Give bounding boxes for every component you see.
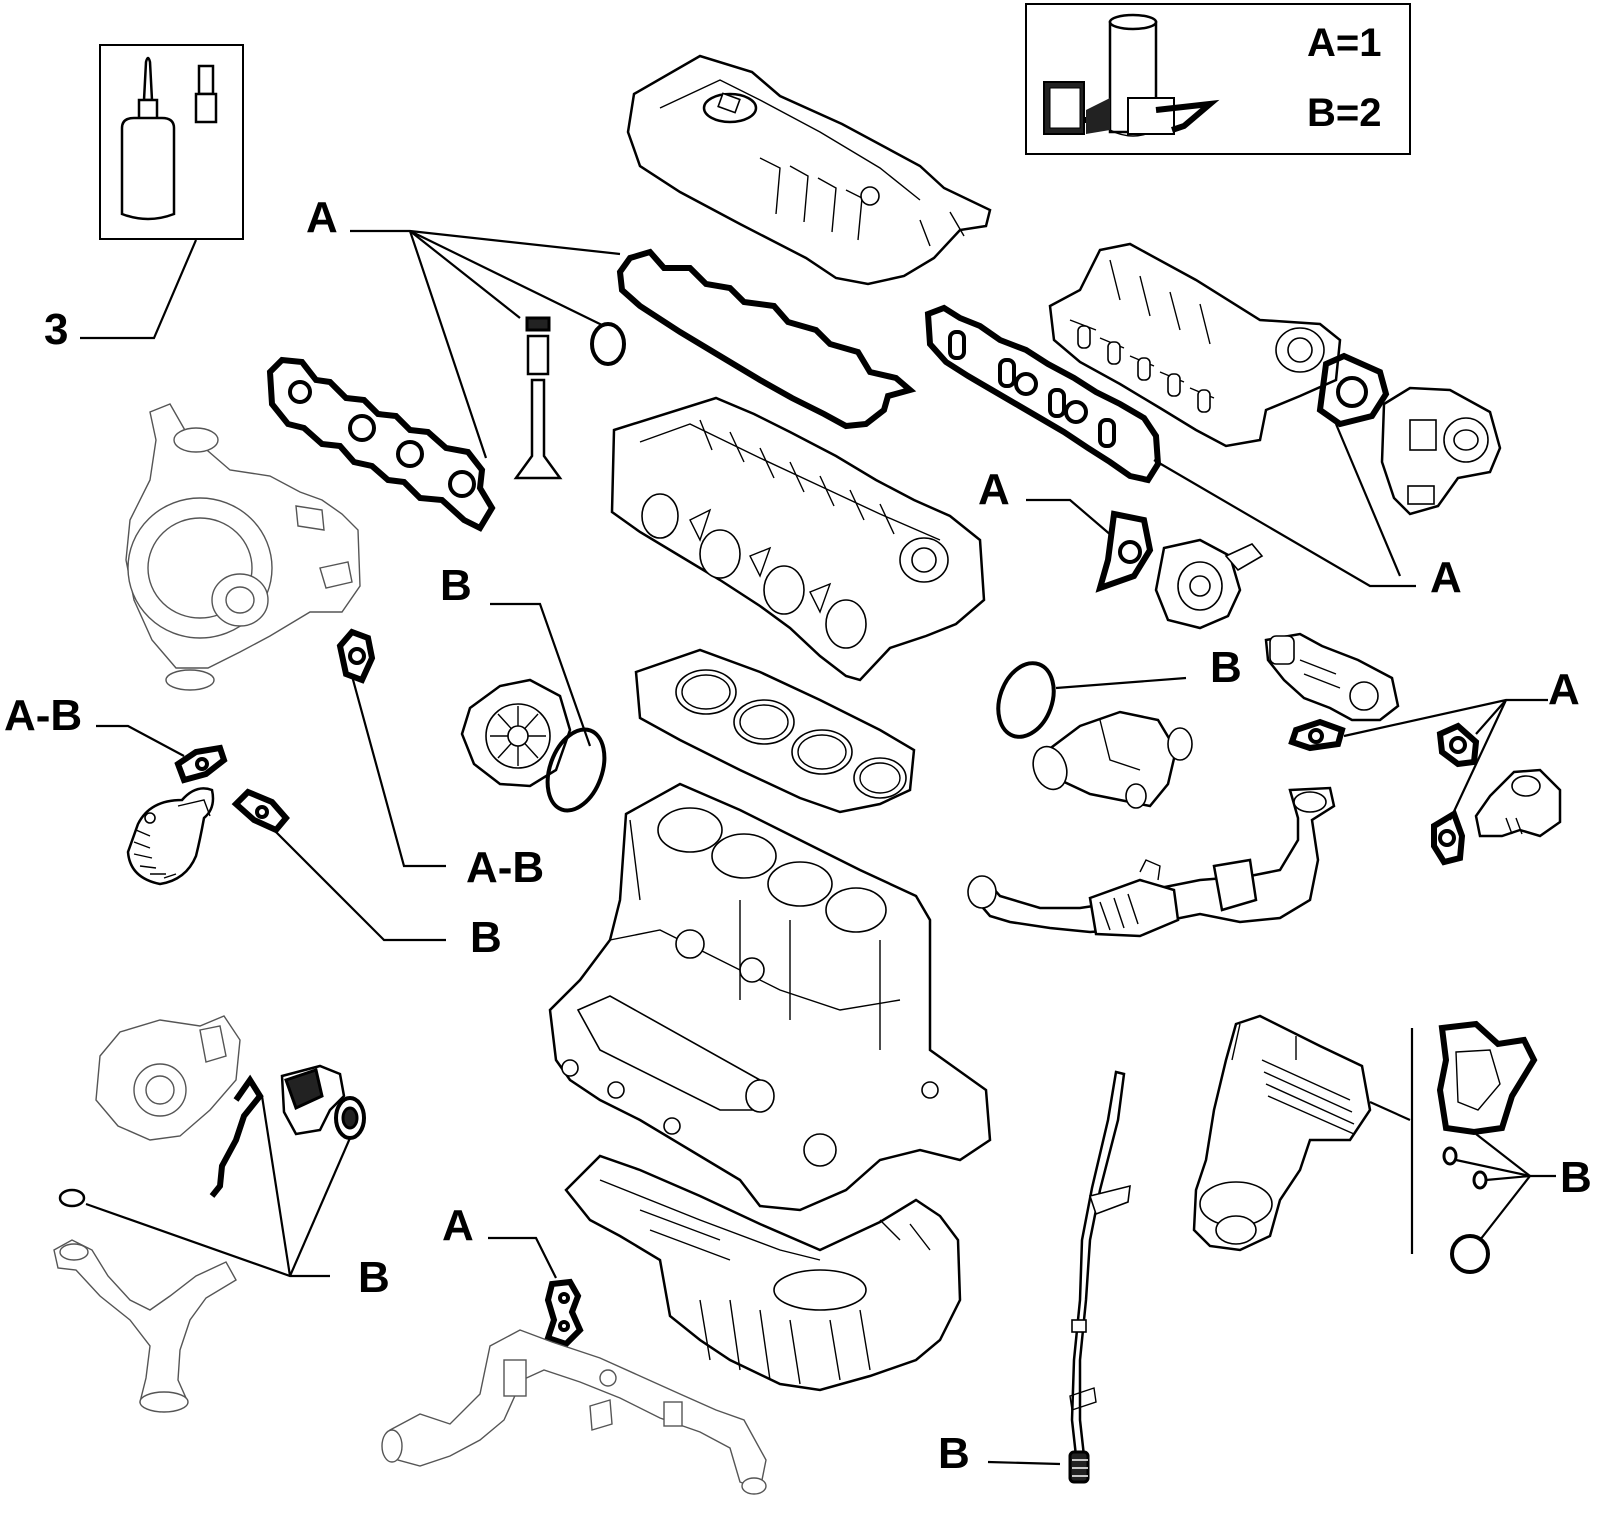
- head-gasket: [634, 648, 916, 814]
- oil-pickup-tube: [53, 1239, 237, 1413]
- legend-line-a: A=1: [1307, 21, 1382, 65]
- vacuum-pump: [1154, 538, 1264, 630]
- oil-pump: [95, 1015, 241, 1141]
- svg-text:B: B: [1210, 643, 1242, 692]
- valve-cover-gasket: [616, 248, 917, 430]
- oil-dipstick: [1069, 1070, 1131, 1458]
- cylinder-head: [610, 396, 986, 682]
- svg-text:B: B: [1560, 1153, 1592, 1202]
- egr-cooler-pipe: [967, 786, 1336, 938]
- adhesive-kit-box: 3: [44, 44, 244, 354]
- kit-label: 3: [44, 305, 68, 354]
- engine-block: [548, 782, 992, 1212]
- callout-valve-cover-group: A: [306, 193, 621, 459]
- turbo-feed-gasket: B: [231, 788, 502, 962]
- water-pump-ring: B: [440, 561, 607, 813]
- sealant-tube-icon: [1043, 13, 1220, 137]
- coolant-pipe: [381, 1329, 767, 1495]
- egr-gaskets: A: [1288, 665, 1580, 866]
- legend-box: A=1 B=2: [1025, 3, 1411, 155]
- svg-text:A-B: A-B: [4, 691, 82, 740]
- turbo-oil-hose: [126, 787, 215, 886]
- thermostat-housing: [1032, 710, 1193, 809]
- svg-text:A: A: [442, 1201, 474, 1250]
- oil-filter-housing: [1192, 1014, 1411, 1252]
- legend-line-b: B=2: [1307, 91, 1382, 135]
- adhesive-bottle-icon: [120, 56, 218, 221]
- intake-manifold: [1048, 242, 1342, 448]
- turbo-oil-gasket: A-B: [336, 628, 544, 892]
- svg-text:B: B: [938, 1429, 970, 1478]
- svg-text:A: A: [978, 465, 1010, 514]
- vacuum-pump-gasket: A: [978, 465, 1154, 593]
- svg-text:A: A: [1548, 665, 1580, 714]
- svg-text:A: A: [306, 193, 338, 242]
- water-pump: [460, 678, 572, 788]
- egr-valve: [1264, 632, 1400, 722]
- svg-text:B: B: [358, 1253, 390, 1302]
- svg-text:B: B: [470, 913, 502, 962]
- turbo-gasket: A-B: [4, 691, 228, 784]
- turbocharger: [125, 403, 361, 691]
- thermostat-ring: B: [996, 643, 1242, 739]
- intake-manifold-gasket: [924, 304, 1416, 588]
- oil-cooler-seals: B: [1410, 1020, 1592, 1274]
- oil-pump-gasket: [209, 1064, 366, 1198]
- oil-pan: [564, 1154, 962, 1392]
- svg-text:A-B: A-B: [466, 843, 544, 892]
- egr-elbow: [1474, 768, 1562, 838]
- exhaust-manifold-gasket: [266, 356, 496, 532]
- coolant-pipe-gasket: A: [442, 1201, 584, 1348]
- valve-stem-seal: [513, 316, 626, 480]
- svg-text:B: B: [440, 561, 472, 610]
- throttle-body-gasket: A: [1316, 352, 1462, 602]
- throttle-body: [1380, 386, 1502, 516]
- valve-cover: [626, 54, 992, 286]
- svg-text:A: A: [1430, 553, 1462, 602]
- dipstick-seal: B: [938, 1429, 1090, 1484]
- oil-pump-seals: B: [58, 1095, 390, 1302]
